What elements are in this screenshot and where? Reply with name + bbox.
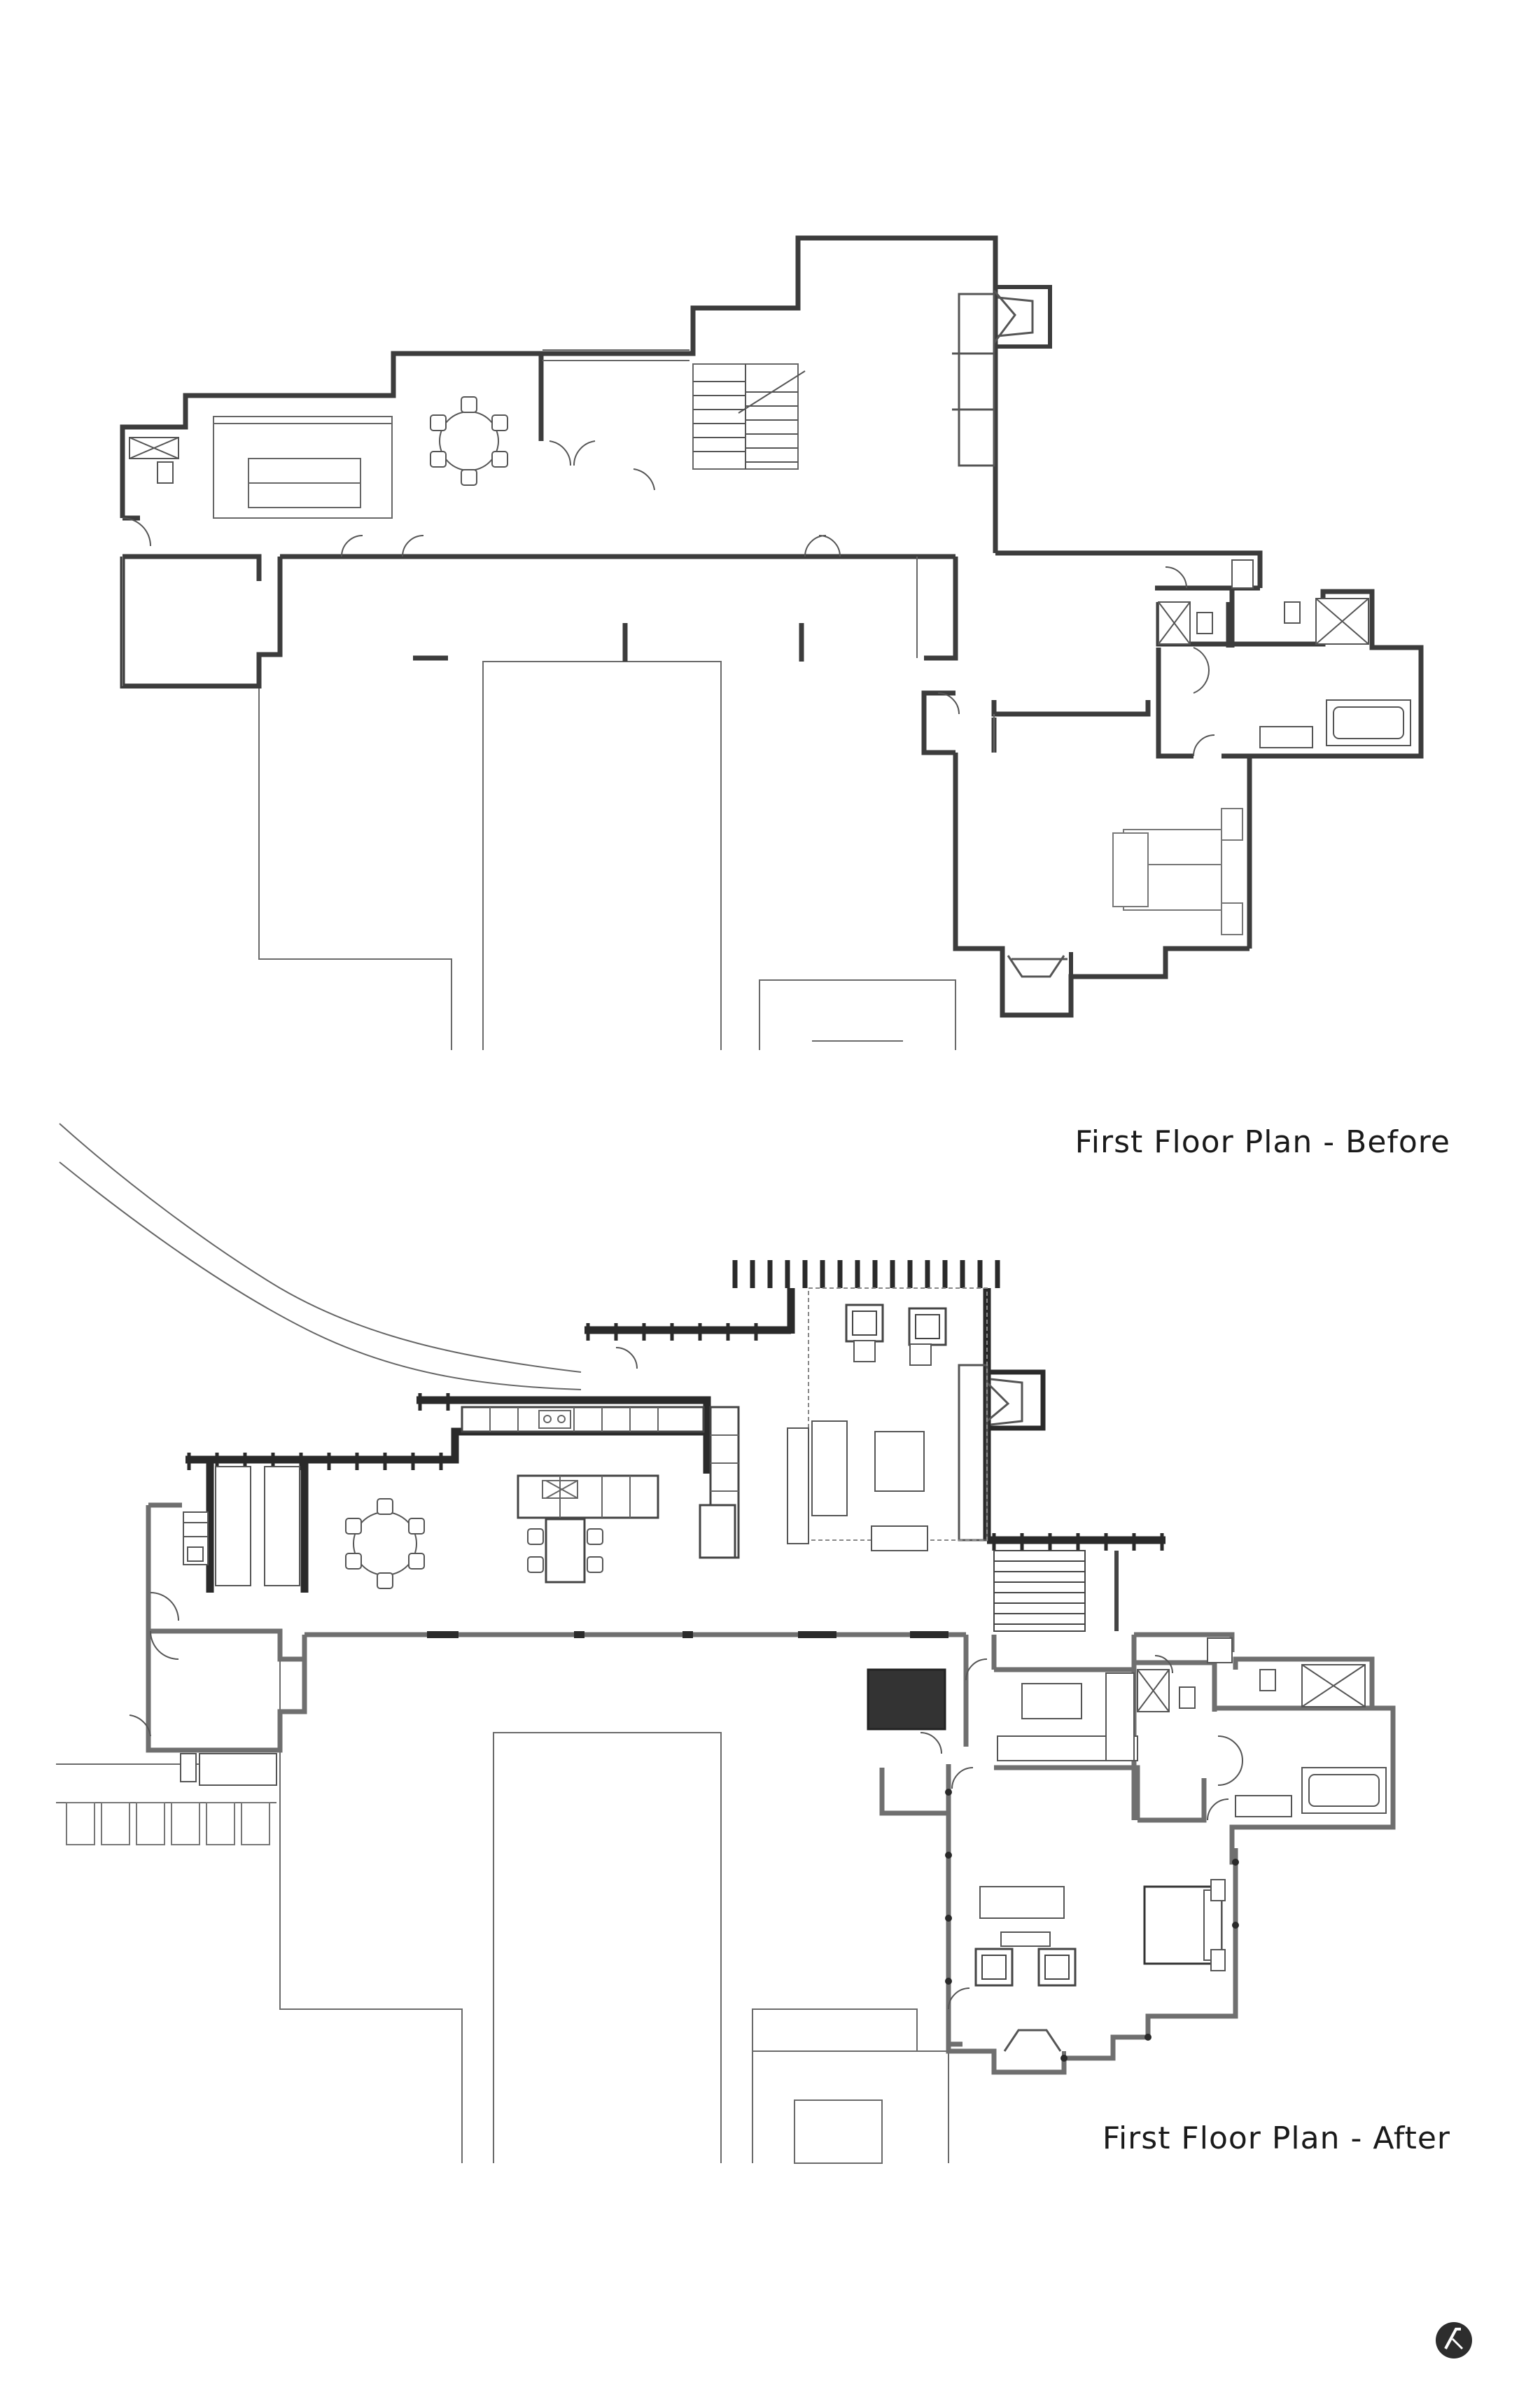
before-bath-fixtures: [129, 437, 1411, 748]
after-floor-plan: [56, 1123, 1396, 2164]
before-floor-plan: [120, 235, 1424, 1050]
after-pergola-slats: [732, 1260, 1000, 1288]
after-kitchen-counters: [461, 1406, 740, 1584]
before-site-lines: [258, 661, 956, 1050]
architect-logo-icon: [1436, 2322, 1472, 2358]
after-fireplace-bottom: [992, 2051, 1066, 2074]
after-site-lines: [56, 1652, 949, 2164]
before-fireplace-top: [995, 285, 1052, 349]
before-interior-lines: [122, 349, 995, 753]
after-mudroom-fixtures: [180, 1466, 300, 1786]
before-walls: [120, 235, 1424, 1018]
after-family-sofa: [997, 1672, 1138, 1761]
caption-before: First Floor Plan - Before: [1074, 1124, 1450, 1160]
after-dining-set: [345, 1498, 425, 1589]
before-dining-set: [430, 396, 508, 486]
after-curved-drive: [59, 1123, 582, 1390]
before-bed: [1112, 808, 1243, 935]
after-fireplace-top: [987, 1369, 1046, 1431]
after-walls-existing: [146, 1502, 1396, 2075]
before-door-swings: [122, 440, 1215, 757]
caption-after: First Floor Plan - After: [1102, 2120, 1450, 2156]
after-dark-block: [867, 1668, 946, 1731]
after-door-swings: [129, 1347, 1243, 2010]
after-window-marks: [427, 1631, 1239, 2062]
before-fireplace-bottom: [1000, 952, 1073, 1017]
after-bath-fixtures: [1137, 1637, 1387, 1817]
after-stair: [993, 1550, 1119, 1632]
after-living-room: [787, 1287, 988, 1551]
after-master-bedroom: [974, 1879, 1226, 1987]
after-walls-heavy: [186, 1288, 1166, 1593]
